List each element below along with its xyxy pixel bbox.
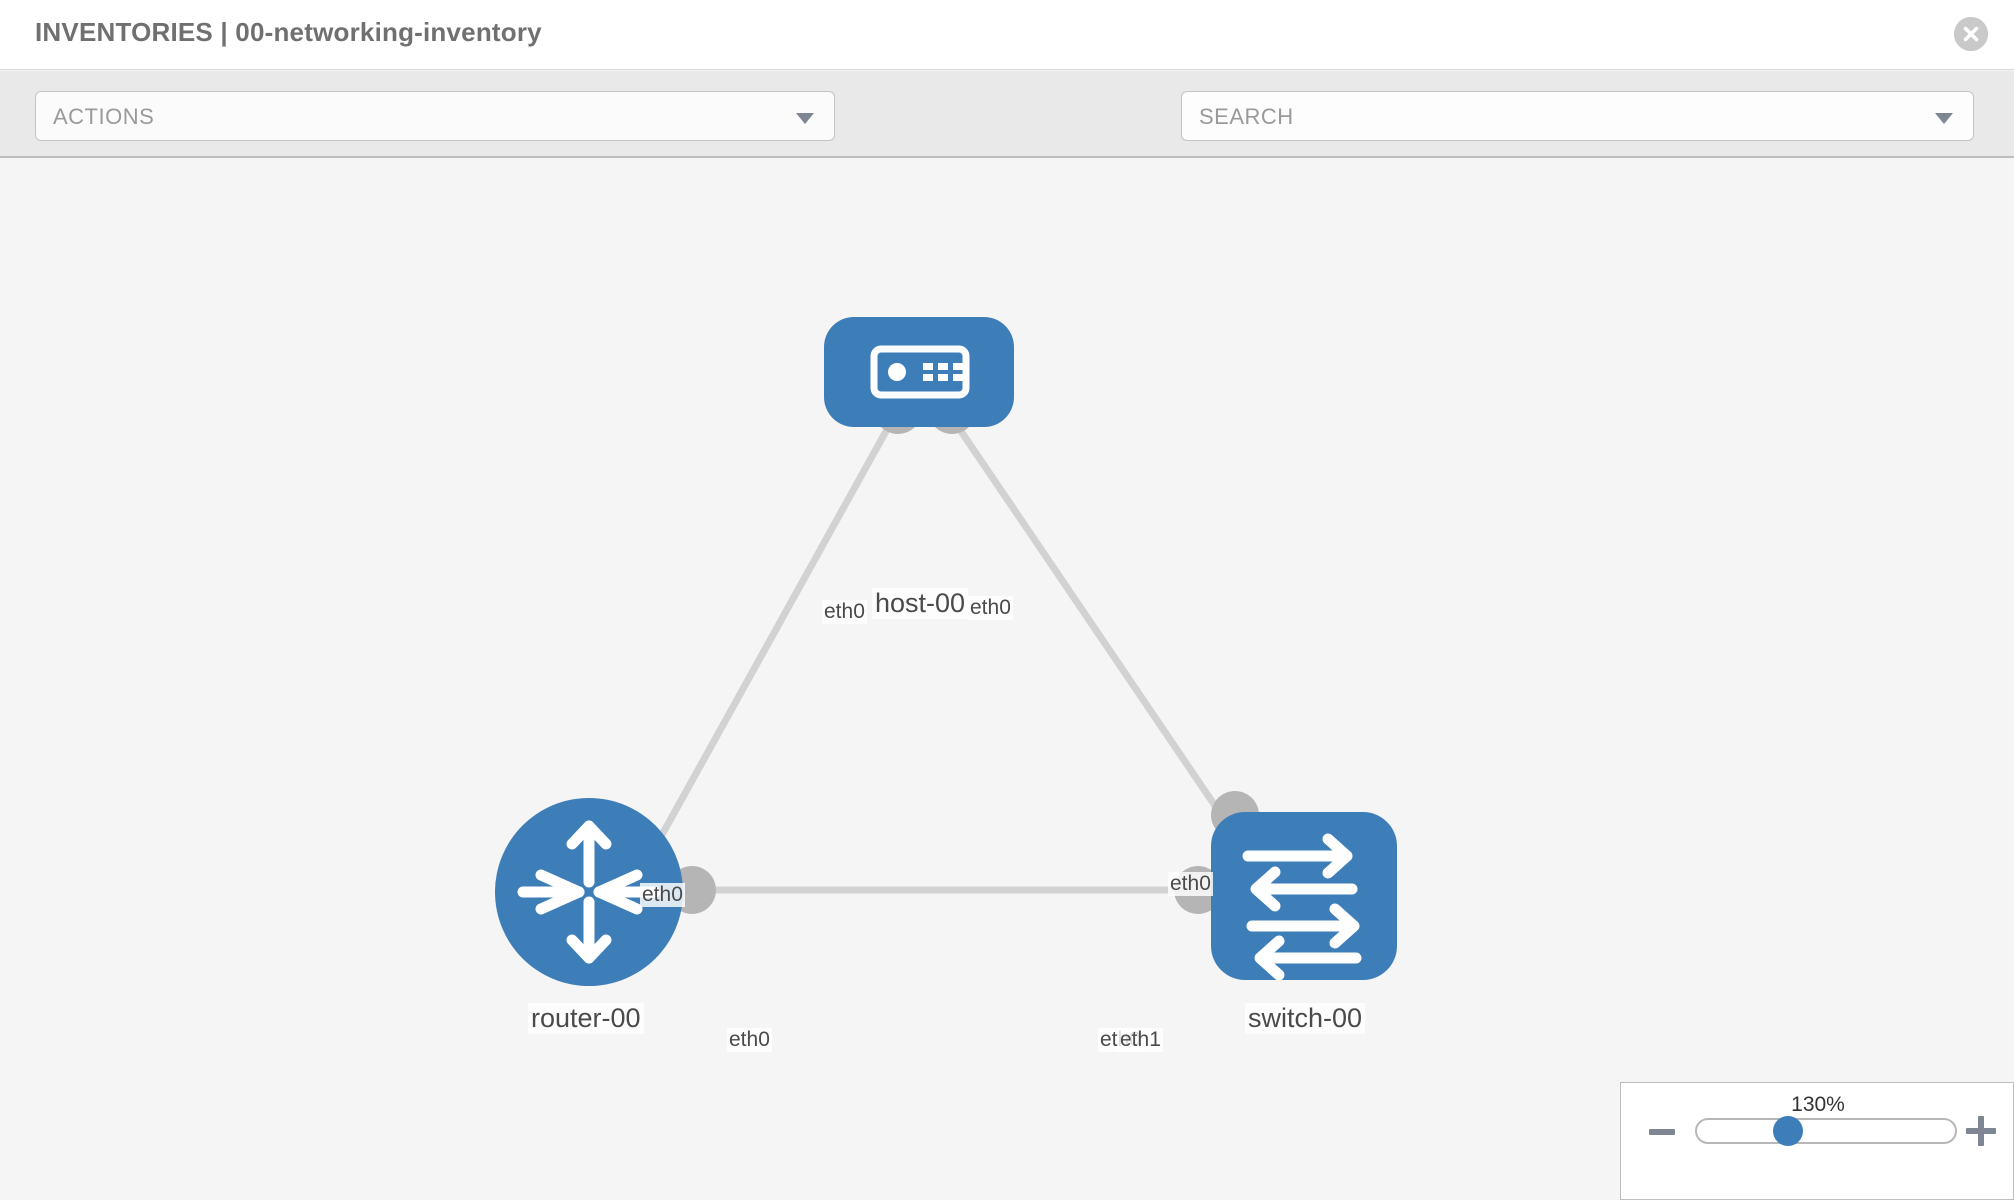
switch-arrows-icon bbox=[1242, 833, 1362, 981]
iface-label-router-right: eth0 bbox=[727, 1028, 772, 1052]
minus-icon[interactable] bbox=[1649, 1129, 1675, 1135]
server-icon bbox=[870, 345, 970, 399]
zoom-level-value: 130% bbox=[1791, 1093, 1845, 1116]
node-label-switch-00: switch-00 bbox=[1245, 1003, 1366, 1034]
iface-label-host-left: eth0 bbox=[822, 600, 867, 624]
node-label-router-00: router-00 bbox=[528, 1003, 644, 1034]
edge-host-switch bbox=[947, 413, 1248, 852]
iface-label-host-right: eth0 bbox=[968, 596, 1013, 620]
zoom-slider-thumb[interactable] bbox=[1773, 1116, 1803, 1146]
topology-ports bbox=[668, 386, 1259, 914]
iface-label-switch-left-b: eth1 bbox=[1118, 1028, 1163, 1052]
search-placeholder: SEARCH bbox=[1199, 104, 1294, 129]
topology-edges bbox=[644, 413, 1248, 894]
close-icon[interactable] bbox=[1954, 17, 1988, 51]
actions-dropdown[interactable]: ACTIONS bbox=[35, 91, 835, 141]
actions-dropdown-label: ACTIONS bbox=[53, 104, 155, 129]
toolbar: ACTIONS SEARCH bbox=[0, 71, 2014, 203]
iface-label-switch-up: eth0 bbox=[1168, 872, 1213, 896]
edge-host-router bbox=[644, 413, 899, 862]
iface-label-router-up: eth0 bbox=[640, 883, 685, 907]
chevron-down-icon bbox=[796, 113, 814, 124]
search-input[interactable]: SEARCH bbox=[1181, 91, 1974, 141]
node-label-host-00: host-00 bbox=[872, 588, 969, 619]
node-switch-00 bbox=[1211, 812, 1397, 981]
topology-canvas[interactable]: host-00 router-00 switch-00 eth0 eth0 et… bbox=[0, 160, 2014, 1200]
node-host-00 bbox=[824, 317, 1014, 427]
page-header: INVENTORIES | 00-networking-inventory bbox=[0, 0, 2014, 70]
topology-graph bbox=[495, 317, 1397, 986]
zoom-control-panel[interactable]: 130% bbox=[1620, 1082, 2014, 1200]
zoom-slider-track[interactable] bbox=[1695, 1118, 1957, 1144]
chevron-down-icon bbox=[1935, 113, 1953, 124]
page-title: INVENTORIES | 00-networking-inventory bbox=[35, 17, 542, 47]
plus-icon[interactable] bbox=[1966, 1116, 1996, 1146]
